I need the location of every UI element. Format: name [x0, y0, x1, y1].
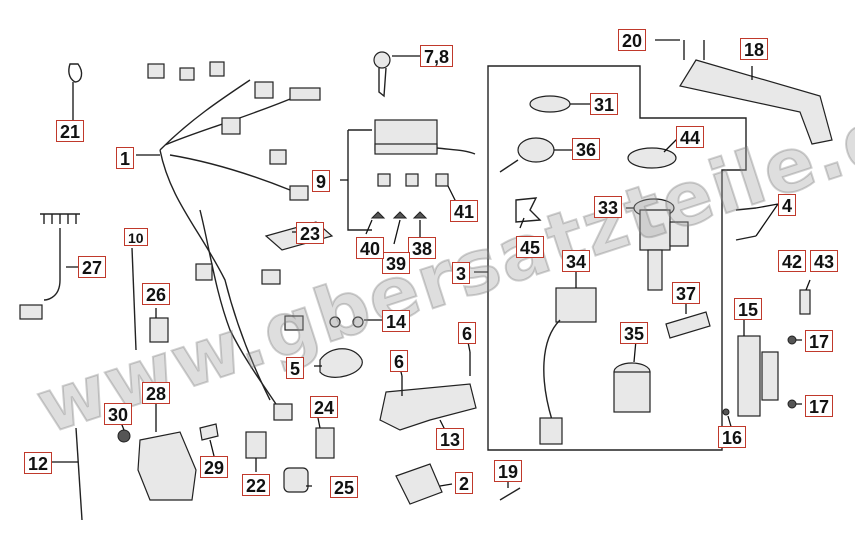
- rod-part: [75, 427, 83, 521]
- callout-22[interactable]: 22: [242, 474, 271, 496]
- callout-27[interactable]: 27: [78, 256, 107, 278]
- callout-10[interactable]: 10: [124, 228, 148, 246]
- callout-45[interactable]: 45: [516, 236, 545, 258]
- fitting-part: [799, 289, 811, 315]
- callout-41[interactable]: 41: [450, 200, 479, 222]
- callout-23[interactable]: 23: [296, 222, 325, 244]
- wiring-harness: [147, 61, 321, 421]
- nut-part: [117, 429, 131, 443]
- fuse-part: [199, 423, 219, 441]
- callout-7-8[interactable]: 7,8: [420, 45, 454, 67]
- callout-6-right[interactable]: 6: [458, 322, 477, 344]
- callout-29[interactable]: 29: [200, 456, 229, 478]
- spring-clip-part: [515, 197, 542, 223]
- callout-16[interactable]: 16: [718, 426, 747, 448]
- seat-lock-part: [613, 362, 651, 413]
- callout-15[interactable]: 15: [734, 298, 763, 320]
- callout-36[interactable]: 36: [572, 138, 601, 160]
- callout-21[interactable]: 21: [56, 120, 85, 142]
- callout-13[interactable]: 13: [436, 428, 465, 450]
- screw-17a-part: [787, 335, 797, 345]
- callout-1[interactable]: 1: [116, 147, 135, 169]
- key-part: [373, 51, 391, 98]
- pin-part: [499, 487, 521, 501]
- sensor-part: [319, 316, 364, 378]
- connector-part: [149, 317, 169, 343]
- callout-12[interactable]: 12: [24, 452, 53, 474]
- callout-44[interactable]: 44: [676, 126, 705, 148]
- bolts-4-part: [735, 207, 757, 241]
- callout-9[interactable]: 9: [312, 170, 331, 192]
- callout-24[interactable]: 24: [310, 396, 339, 418]
- bolts-6-part: [401, 352, 471, 396]
- bracket-part: [379, 383, 477, 431]
- connector-24-part: [315, 427, 335, 459]
- connector-25-part: [283, 467, 309, 493]
- bracket-2-part: [395, 463, 443, 505]
- callout-39[interactable]: 39: [382, 252, 411, 274]
- callout-6-left[interactable]: 6: [390, 350, 409, 372]
- callout-26[interactable]: 26: [142, 283, 171, 305]
- connector-22-part: [245, 431, 267, 459]
- callout-17-bottom[interactable]: 17: [805, 395, 834, 417]
- screw-16-part: [722, 408, 730, 416]
- rubber-part: [665, 311, 711, 339]
- cover-part: [761, 351, 779, 401]
- bracket-18-part: [679, 59, 833, 145]
- callout-3[interactable]: 3: [452, 262, 471, 284]
- callout-35[interactable]: 35: [620, 322, 649, 344]
- lock-set-group-outline: [487, 65, 747, 451]
- callout-33[interactable]: 33: [594, 196, 623, 218]
- callout-31[interactable]: 31: [590, 93, 619, 115]
- callout-4[interactable]: 4: [778, 194, 797, 216]
- callout-30[interactable]: 30: [104, 403, 133, 425]
- callout-43[interactable]: 43: [810, 250, 839, 272]
- cable-tie-part: [131, 247, 137, 351]
- callout-14[interactable]: 14: [382, 310, 411, 332]
- wire-lead-part: [19, 213, 80, 320]
- clips-part: [370, 211, 428, 219]
- housing-part: [737, 335, 761, 417]
- screw-17b-part: [787, 399, 797, 409]
- switch-cable-part: [539, 287, 597, 445]
- callout-18[interactable]: 18: [740, 38, 769, 60]
- grommet-part: [529, 95, 571, 113]
- callout-25[interactable]: 25: [330, 476, 359, 498]
- callout-37[interactable]: 37: [672, 282, 701, 304]
- control-unit-part: [347, 119, 476, 231]
- callout-42[interactable]: 42: [778, 250, 807, 272]
- callout-20[interactable]: 20: [618, 29, 647, 51]
- clip-part: [68, 63, 83, 100]
- switch-block-part: [137, 431, 197, 501]
- plate-part: [627, 147, 677, 169]
- callout-19[interactable]: 19: [494, 460, 523, 482]
- lock-cylinder-part: [499, 137, 555, 173]
- callout-28[interactable]: 28: [142, 382, 171, 404]
- callout-2[interactable]: 2: [455, 472, 474, 494]
- leader-lines: [50, 39, 811, 488]
- bolts-20-part: [683, 40, 705, 60]
- callout-40[interactable]: 40: [356, 237, 385, 259]
- callout-38[interactable]: 38: [408, 237, 437, 259]
- callout-17-top[interactable]: 17: [805, 330, 834, 352]
- callout-34[interactable]: 34: [562, 250, 591, 272]
- callout-5[interactable]: 5: [286, 357, 305, 379]
- ignition-lock-part: [633, 198, 689, 291]
